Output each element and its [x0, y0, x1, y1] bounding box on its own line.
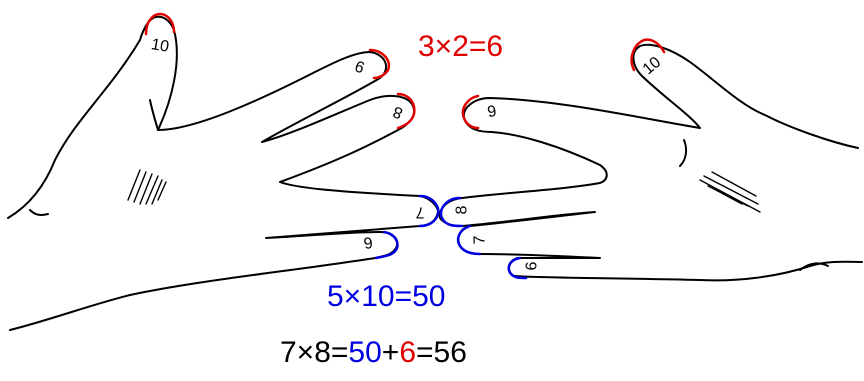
equation-units: 6 [399, 336, 416, 369]
finger-number-labels: 10 9 8 7 6 10 9 8 7 6 [150, 36, 665, 270]
label-right-little: 6 [524, 261, 541, 270]
right-hand [440, 45, 862, 281]
equation-tens: 50 [348, 336, 381, 369]
label-right-thumb: 10 [640, 54, 665, 79]
equation-blue-text: 5×10=50 [327, 280, 445, 313]
left-palm-hatch [128, 170, 166, 204]
label-left-thumb: 10 [150, 36, 171, 56]
equation-final: =56 [416, 336, 467, 369]
blue-fingertips [376, 196, 526, 278]
equation-plus: + [382, 336, 400, 369]
red-fingertips [146, 14, 664, 128]
label-left-middle: 8 [391, 102, 405, 121]
equation-blue: 5×10=50 [327, 280, 445, 314]
right-hand-outline [440, 45, 862, 281]
equation-result: 7×8=50+6=56 [280, 336, 467, 370]
right-palm-hatch [700, 172, 760, 212]
left-thumb-base [150, 100, 158, 130]
label-right-index: 9 [486, 103, 498, 121]
equation-lhs: 7×8= [280, 336, 348, 369]
equation-red: 3×2=6 [418, 30, 503, 64]
left-palm-crease [30, 210, 48, 215]
label-right-middle: 8 [454, 205, 471, 214]
equation-red-text: 3×2=6 [418, 30, 503, 63]
label-left-little: 6 [362, 233, 374, 251]
label-right-ring: 7 [472, 235, 489, 244]
right-wrist-line [800, 263, 828, 270]
label-left-ring: 7 [415, 204, 424, 221]
label-left-index: 9 [353, 56, 367, 75]
right-palm-crease [680, 140, 686, 166]
